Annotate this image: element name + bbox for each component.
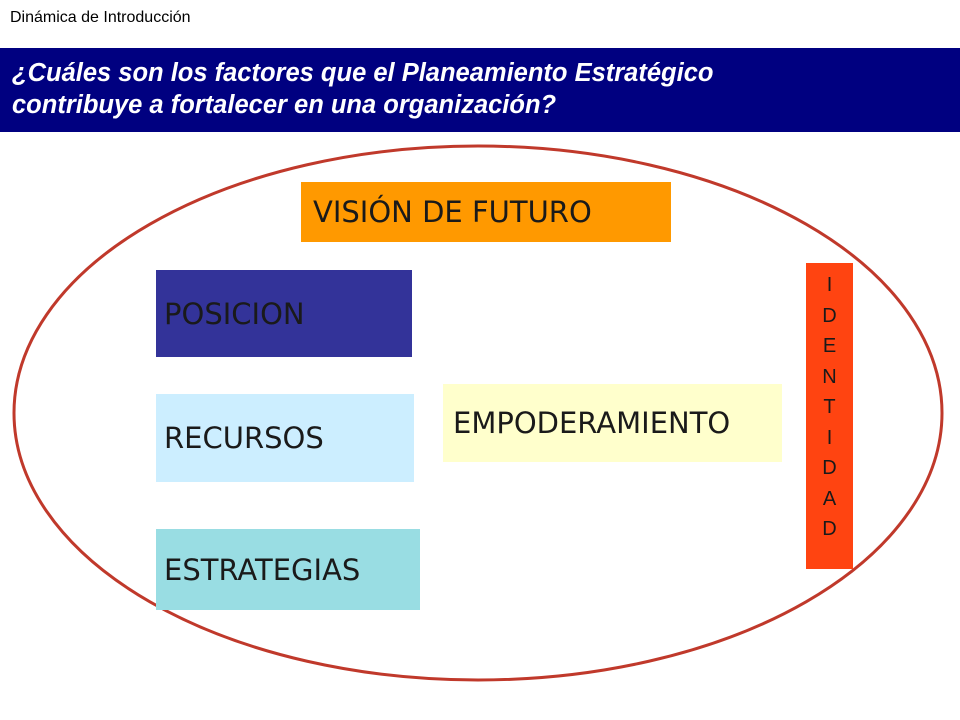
question-line-1: ¿Cuáles son los factores que el Planeami… — [12, 59, 714, 87]
identidad-letter: T — [823, 396, 836, 418]
identidad-letter: N — [822, 365, 837, 388]
identidad-letter: I — [826, 426, 833, 449]
empoderamiento-box: EMPODERAMIENTO — [443, 384, 782, 462]
slide-kicker: Dinámica de Introducción — [10, 9, 191, 26]
posicion-box: POSICION — [156, 270, 412, 357]
question-line-2: contribuye a fortalecer en una organizac… — [12, 91, 557, 119]
title-banner: ¿Cuáles son los factores que el Planeami… — [0, 48, 960, 132]
identidad-letter: E — [822, 335, 837, 357]
estrategias-box: ESTRATEGIAS — [156, 529, 420, 610]
identidad-letter: I — [826, 274, 833, 296]
identidad-letter: D — [822, 518, 837, 540]
identidad-box: I D E N T I D A D — [806, 263, 853, 569]
vision-box: VISIÓN DE FUTURO — [301, 182, 671, 242]
identidad-letter: A — [822, 487, 837, 510]
identidad-letter: D — [822, 304, 837, 327]
ellipse-outline — [12, 144, 944, 682]
recursos-box: RECURSOS — [156, 394, 414, 482]
identidad-letter: D — [822, 457, 837, 479]
